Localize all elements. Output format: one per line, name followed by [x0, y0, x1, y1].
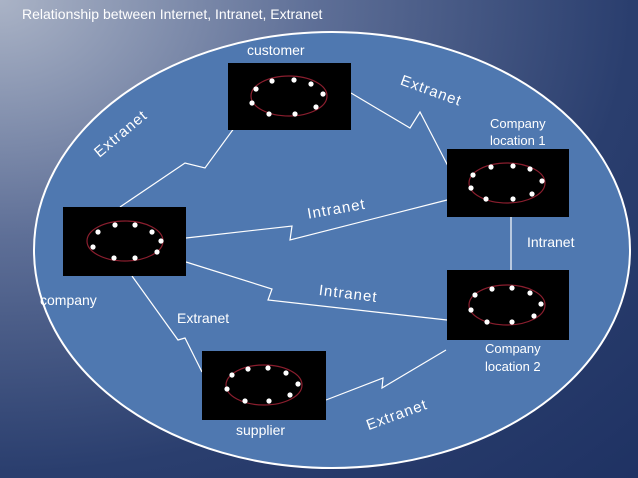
link-customer-location1: [350, 92, 450, 169]
link-supplier-location2: [325, 349, 447, 401]
link-company-supplier: [131, 275, 203, 373]
label-location1-line1: Company: [490, 116, 546, 131]
link-company-customer: [119, 119, 241, 208]
link-company-location2: [185, 261, 448, 321]
node-supplier: [202, 351, 326, 420]
label-location2-line1: Company: [485, 341, 541, 356]
link-company-location1: [185, 199, 448, 241]
label-supplier: supplier: [236, 422, 286, 438]
node-company: [63, 207, 186, 276]
diagram-title: Relationship between Internet, Intranet,…: [22, 6, 323, 22]
network-boundary-ellipse: [33, 31, 631, 469]
label-location2-line2: location 2: [485, 359, 541, 374]
node-company-location-2: [447, 270, 569, 340]
label-company: company: [40, 292, 97, 308]
label-customer: customer: [247, 42, 305, 58]
link-label-location1-location2: Intranet: [527, 234, 575, 250]
node-company-location-1: [447, 149, 569, 217]
link-label-company-supplier: Extranet: [177, 310, 230, 326]
label-location1-line2: location 1: [490, 133, 546, 148]
node-customer: [228, 63, 351, 130]
